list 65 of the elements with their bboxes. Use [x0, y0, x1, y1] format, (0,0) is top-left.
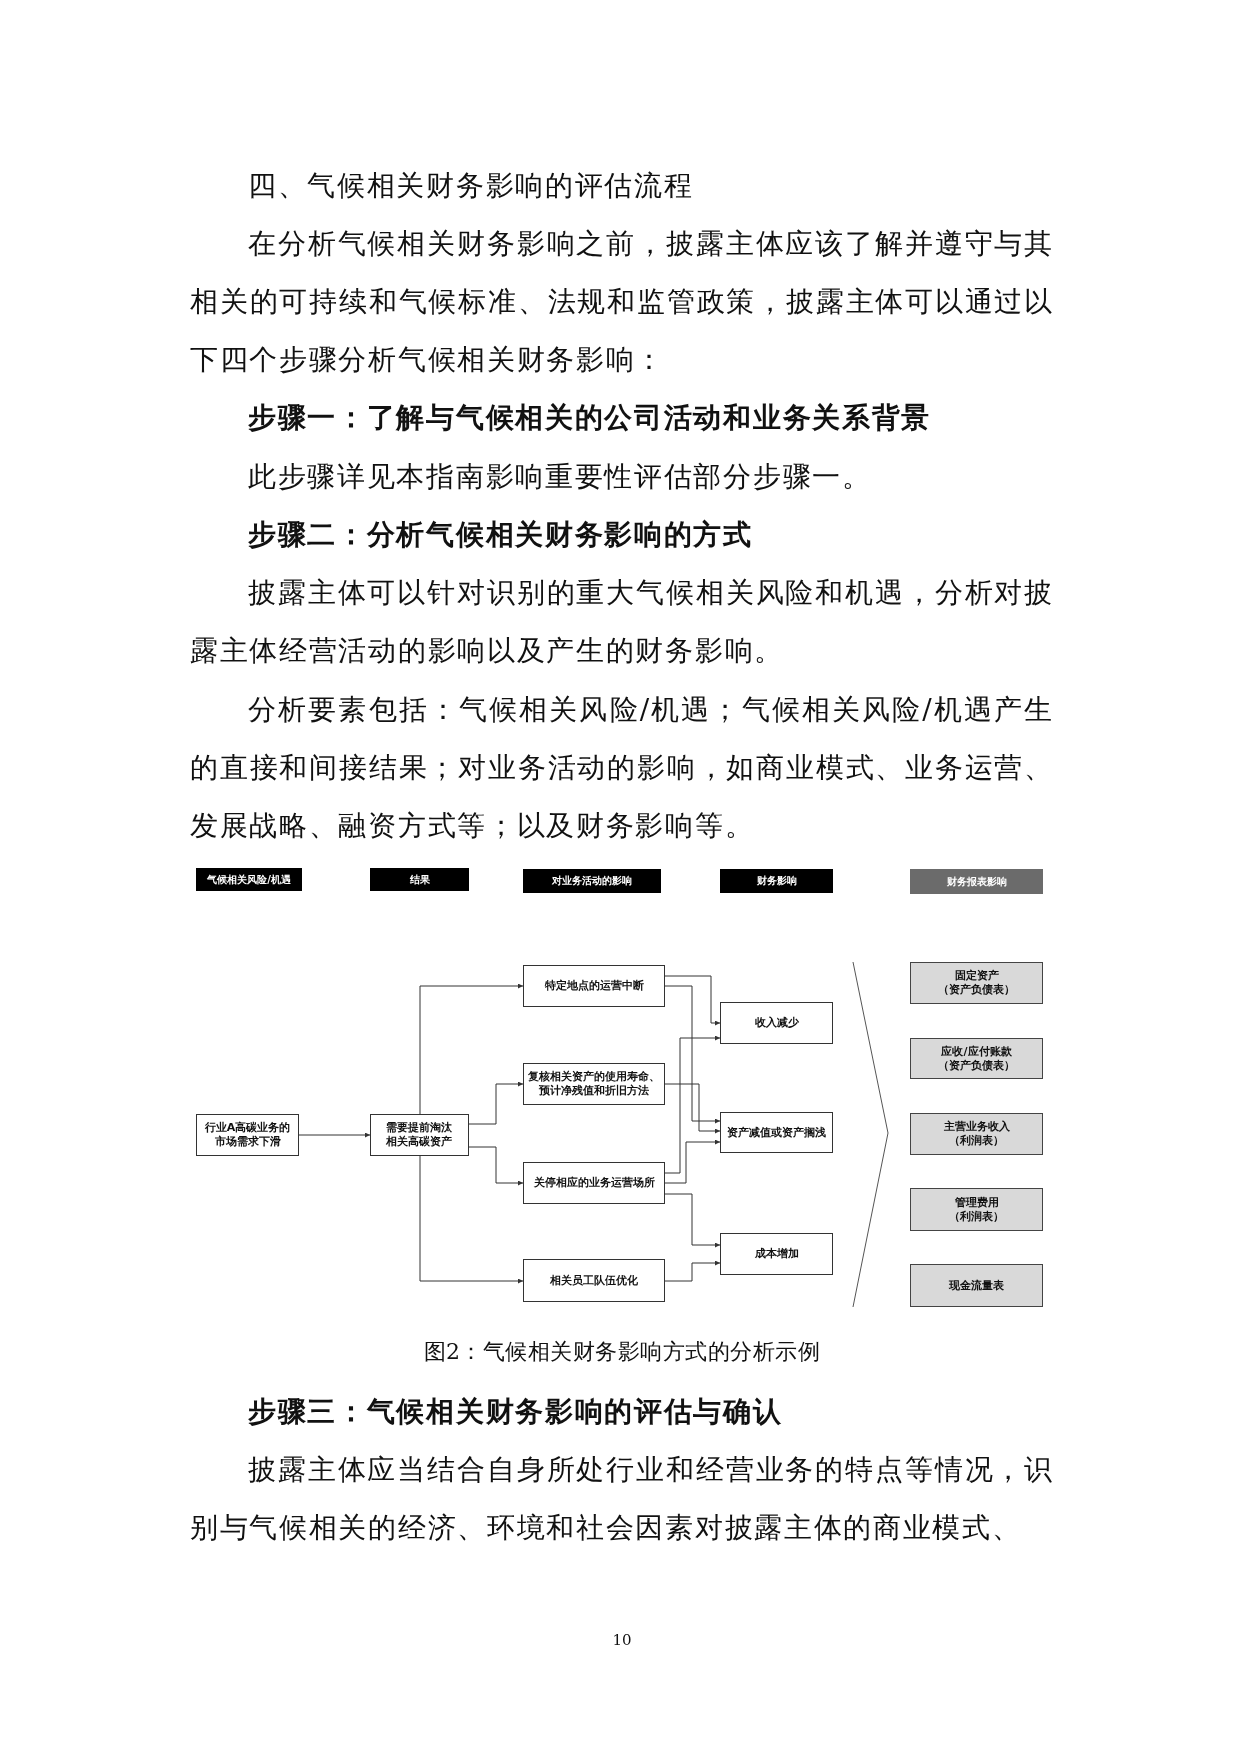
- paragraph: 在分析气候相关财务影响之前，披露主体应该了解并遵守与其相关的可持续和气候标准、法规和监管政策，披露主体可以通过以下四个步骤分析气候相关财务影响：: [190, 226, 1054, 378]
- header-text: 财务影响: [756, 874, 797, 888]
- process-box: [523, 1162, 665, 1204]
- connector-arrow: [664, 1139, 721, 1184]
- process-box: [523, 1063, 665, 1105]
- process-box: [720, 1233, 833, 1275]
- box-text: 管理费用: [954, 1195, 999, 1210]
- step-heading: 步骤二：分析气候相关财务影响的方式: [247, 517, 754, 553]
- connector-arrow: [419, 1155, 524, 1284]
- box-text: 特定地点的运营中断: [544, 979, 644, 993]
- section-heading: 四、气候相关财务影响的评估流程: [247, 168, 695, 204]
- connector-arrow: [664, 1260, 721, 1282]
- page-number: 10: [611, 1630, 633, 1651]
- process-box: [720, 1112, 833, 1153]
- box-text: 应收/应付账款: [941, 1044, 1012, 1059]
- box-text: 现金流量表: [949, 1278, 1004, 1293]
- statement-box: [910, 1188, 1043, 1231]
- box-text: 需要提前淘汰相关高碳资产: [385, 1121, 454, 1149]
- connector-arrow: [468, 1081, 524, 1125]
- connector-arrow: [419, 983, 524, 1115]
- box-text: 资产减值或资产搁浅: [727, 1125, 826, 1140]
- statement-box: [910, 1038, 1043, 1079]
- connector-arrow: [664, 1035, 721, 1174]
- step-heading: 步骤三：气候相关财务影响的评估与确认: [247, 1394, 784, 1430]
- paragraph: 此步骤详见本指南影响重要性评估部分步骤一。: [247, 459, 873, 495]
- connector-arrow: [664, 1083, 721, 1134]
- connector-arrow: [664, 985, 721, 1124]
- process-box: [370, 1114, 469, 1156]
- column-header: [523, 869, 661, 893]
- column-header: [910, 869, 1043, 894]
- box-text: （利润表）: [949, 1209, 1004, 1224]
- process-box: [523, 965, 665, 1007]
- paragraph: 披露主体应当结合自身所处行业和经营业务的特点等情况，识别与气候相关的经济、环境和社会因素对披露主体的商业模式、: [190, 1452, 1054, 1546]
- box-text: 主营业务收入: [943, 1120, 1010, 1134]
- box-text: （资产负债表）: [938, 983, 1015, 997]
- figure-caption: 图2：气候相关财务影响方式的分析示例: [422, 1338, 822, 1366]
- box-text: 收入减少: [754, 1016, 799, 1030]
- connector-arrow: [468, 1146, 524, 1186]
- connector-arrow: [664, 975, 721, 1026]
- header-text: 财务报表影响: [946, 874, 1007, 889]
- paragraph: 分析要素包括：气候相关风险/机遇；气候相关风险/机遇产生的直接和间接结果；对业务活动的影响，如商业模式、业务运营、发展战略、融资方式等；以及财务影响等。: [190, 692, 1054, 844]
- header-text: 结果: [409, 872, 430, 887]
- box-text: 相关员工队伍优化: [550, 1273, 638, 1288]
- box-text: 关停相应的业务运营场所: [533, 1176, 655, 1190]
- column-header: [370, 868, 469, 891]
- column-header: [720, 869, 833, 893]
- box-text: 成本增加: [754, 1247, 799, 1261]
- header-text: 对业务活动的影响: [552, 874, 632, 888]
- process-box: [523, 1259, 665, 1302]
- connector-arrow: [664, 1193, 721, 1248]
- box-text: 行业A高碳业务的市场需求下滑: [203, 1121, 292, 1149]
- statement-box: [910, 1113, 1043, 1155]
- box-text: 复核相关资产的使用寿命、预计净残值和折旧方法: [527, 1070, 661, 1098]
- process-box: [196, 1114, 299, 1156]
- box-text: （利润表）: [949, 1134, 1004, 1148]
- process-box: [720, 1002, 833, 1044]
- statement-box: [910, 962, 1043, 1004]
- box-text: 固定资产: [954, 969, 999, 983]
- column-header: [196, 868, 302, 891]
- paragraph: 披露主体可以针对识别的重大气候相关风险和机遇，分析对披露主体经营活动的影响以及产生的财务影响。: [190, 575, 1054, 669]
- header-text: 气候相关风险/机遇: [207, 872, 291, 887]
- box-text: （资产负债表）: [938, 1058, 1015, 1073]
- statement-box: [910, 1264, 1043, 1307]
- step-heading: 步骤一：了解与气候相关的公司活动和业务关系背景: [247, 400, 933, 436]
- connector-arrow: [298, 1132, 371, 1138]
